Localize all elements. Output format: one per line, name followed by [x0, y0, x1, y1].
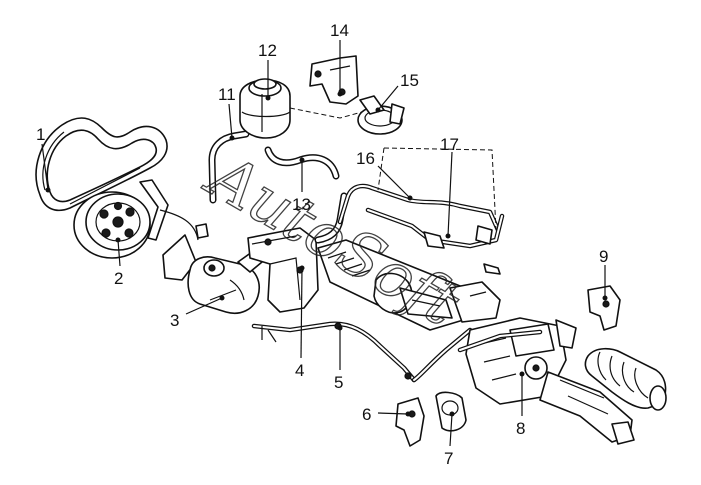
callout-12: 12 [258, 41, 277, 60]
steering-rack-body [317, 239, 501, 331]
drive-belt [35, 117, 168, 212]
power-steering-pump [187, 251, 263, 314]
callout-3: 3 [170, 311, 179, 330]
callout-2: 2 [114, 269, 123, 288]
callout-1: 1 [36, 125, 45, 144]
callout-14: 14 [330, 21, 349, 40]
callout-6: 6 [362, 405, 371, 424]
callout-5: 5 [334, 373, 343, 392]
reservoir-clamp [357, 95, 405, 135]
callout-8: 8 [516, 419, 525, 438]
pump-pulley [73, 191, 151, 259]
callout-15: 15 [400, 71, 419, 90]
return-hose [251, 321, 473, 383]
rack-mount-clamp-left [395, 397, 425, 447]
callout-7: 7 [444, 449, 453, 468]
pipe-guide-line [383, 147, 497, 231]
fluid-reservoir [239, 78, 291, 139]
rack-tube [539, 371, 635, 445]
heat-shield [247, 227, 319, 313]
leader-lines [41, 40, 608, 447]
callout-17: 17 [440, 135, 459, 154]
callout-16: 16 [356, 149, 375, 168]
steering-gear-housing [457, 317, 577, 405]
reservoir-bracket [309, 55, 359, 105]
callout-9: 9 [599, 247, 608, 266]
callout-13: 13 [292, 195, 311, 214]
pipe-guide-line-2 [377, 147, 385, 191]
pressure-pipes [337, 183, 505, 249]
rack-boot [584, 347, 667, 411]
rack-mount-bracket-right [587, 285, 621, 331]
fixing-bolts [195, 223, 501, 275]
callout-4: 4 [295, 361, 304, 380]
bracket-guide-line [289, 107, 363, 119]
callout-11: 11 [218, 85, 236, 104]
callout-labels: 1 2 3 4 5 6 7 8 9 11 12 13 14 15 16 17 [36, 21, 608, 468]
